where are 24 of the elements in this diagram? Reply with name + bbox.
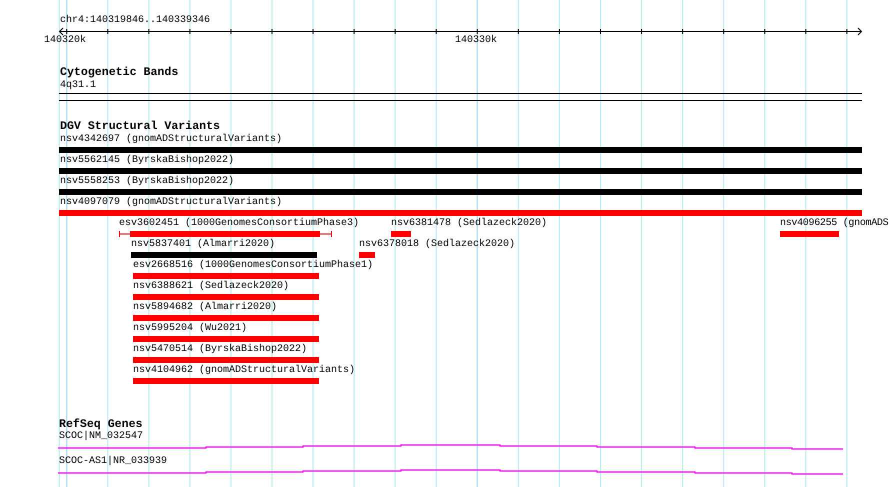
variant-label: nsv6388621 (Sedlazeck2020) (133, 281, 290, 293)
variant-label: nsv5995204 (Wu2021) (133, 323, 248, 335)
variant-label: nsv4096255 (gnomADS (780, 218, 888, 230)
coordinate-range: chr4:140319846..140339346 (60, 15, 210, 27)
variant-label: nsv4104962 (gnomADStructuralVariants) (133, 365, 356, 377)
axis-tick-label: 140330k (455, 35, 498, 47)
variant-label: esv3602451 (1000GenomesConsortiumPhase3) (119, 218, 360, 230)
track-heading: RefSeq Genes (59, 418, 142, 431)
axis-tick-label: 140320k (44, 35, 86, 47)
variant-label: nsv4342697 (gnomADStructuralVariants) (60, 134, 282, 146)
variant-label: nsv6381478 (Sedlazeck2020) (391, 218, 548, 230)
variant-label: nsv6378018 (Sedlazeck2020) (359, 239, 516, 251)
track-heading: Cytogenetic Bands (60, 66, 178, 80)
band-label: 4q31.1 (60, 80, 96, 92)
variant-label: nsv5562145 (ByrskaBishop2022) (60, 155, 234, 167)
variant-label: esv2668516 (1000GenomesConsortiumPhase1) (133, 260, 374, 272)
gene-label: SCOC|NM_032547 (59, 431, 144, 443)
variant-label: nsv5470514 (ByrskaBishop2022) (133, 344, 308, 356)
variant-label: nsv4097079 (gnomADStructuralVariants) (60, 197, 282, 209)
variant-label: nsv5837401 (Almarri2020) (131, 239, 276, 251)
variant-label: nsv5894682 (Almarri2020) (133, 302, 278, 314)
variant-label: nsv5558253 (ByrskaBishop2022) (60, 176, 234, 188)
gene-label: SCOC-AS1|NR_033939 (59, 456, 168, 468)
track-heading: DGV Structural Variants (60, 120, 220, 134)
